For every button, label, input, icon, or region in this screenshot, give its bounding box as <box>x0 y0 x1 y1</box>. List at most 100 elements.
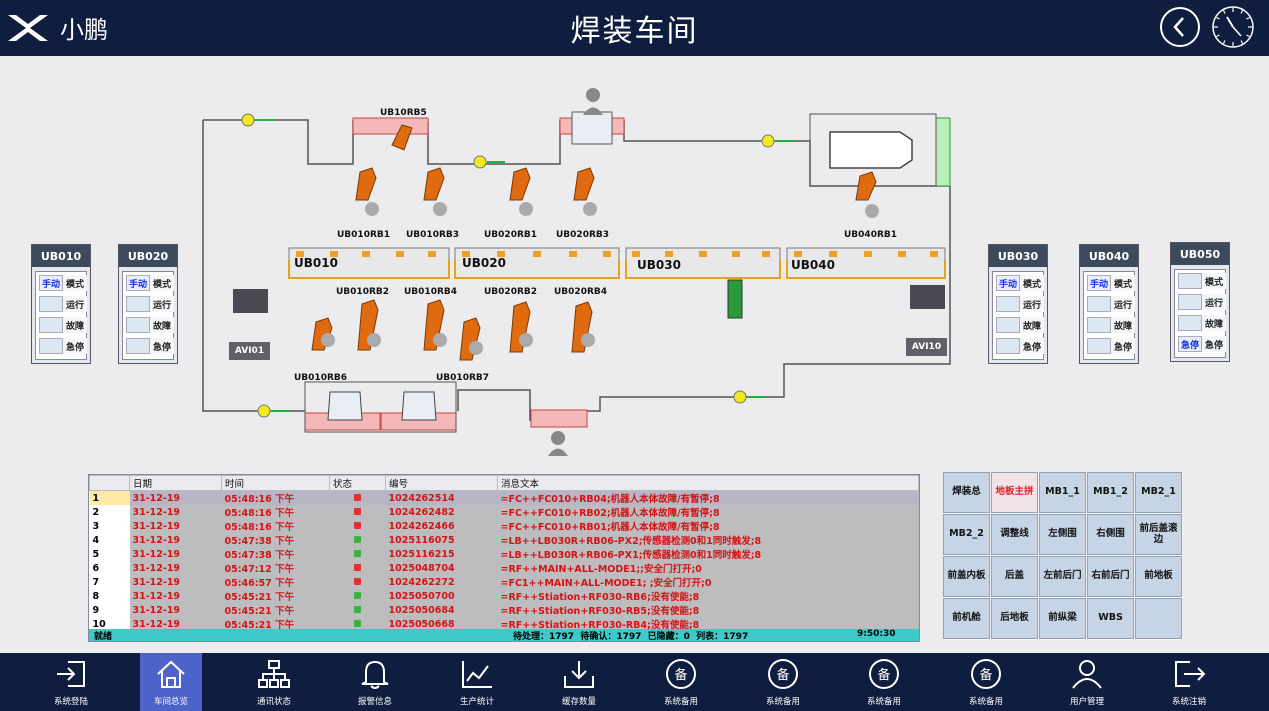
status-indicator <box>1178 273 1202 289</box>
bottom-nav-item[interactable]: 备系统备用 <box>853 653 915 711</box>
robot-label: UB010RB1 <box>337 230 391 240</box>
status-indicator <box>1178 315 1202 331</box>
bottom-nav-item[interactable]: 备系统备用 <box>955 653 1017 711</box>
col-header[interactable]: 时间 <box>221 475 330 491</box>
status-indicator <box>39 317 63 333</box>
col-header[interactable]: 消息文本 <box>497 475 919 491</box>
bottom-nav-item[interactable]: 车间总览 <box>140 653 202 711</box>
area-nav-button[interactable]: 左侧围 <box>1039 514 1086 555</box>
bottom-nav-label: 缓存数量 <box>561 697 596 707</box>
area-nav-button[interactable]: MB1_2 <box>1087 472 1134 513</box>
robot-label: UB020RB2 <box>484 287 538 297</box>
back-button[interactable] <box>1160 7 1200 47</box>
area-nav-button[interactable]: 前纵梁 <box>1039 598 1086 639</box>
status-indicator <box>1178 294 1202 310</box>
avi-reader-10[interactable]: AVI10 <box>906 338 947 356</box>
bottom-nav-item[interactable]: 报警信息 <box>344 653 406 711</box>
area-nav-button[interactable]: MB2_1 <box>1135 472 1182 513</box>
panel-title: UB040 <box>1080 245 1138 267</box>
status-indicator <box>1087 296 1111 312</box>
area-nav-button[interactable]: 右侧围 <box>1087 514 1134 555</box>
robot-label: UB010RB2 <box>336 287 390 297</box>
area-nav-button[interactable]: 前后盖滚边 <box>1135 514 1182 555</box>
bottom-nav-item[interactable]: 备系统备用 <box>752 653 814 711</box>
area-nav-button[interactable]: 右前后门 <box>1087 556 1134 597</box>
chevron-left-icon <box>1173 17 1184 37</box>
status-label: 急停 <box>1020 338 1044 354</box>
area-nav-button[interactable]: 后地板 <box>991 598 1038 639</box>
logout-icon <box>1175 661 1206 687</box>
alarm-status-icon <box>354 535 361 543</box>
status-label: 急停 <box>63 338 87 354</box>
bottom-nav-item[interactable]: 备系统备用 <box>650 653 712 711</box>
area-nav-button[interactable]: 前地板 <box>1135 556 1182 597</box>
user-icon <box>1072 660 1102 689</box>
area-nav-button[interactable]: 焊装总 <box>943 472 990 513</box>
top-bar: 小鹏 焊装车间 <box>0 0 1269 56</box>
area-nav-button[interactable]: 调整线 <box>991 514 1038 555</box>
area-nav-button[interactable]: MB1_1 <box>1039 472 1086 513</box>
bottom-nav-label: 系统备用 <box>765 697 800 707</box>
area-nav-button[interactable]: MB2_2 <box>943 514 990 555</box>
bottom-nav-item[interactable]: 通讯状态 <box>243 653 305 711</box>
bottom-nav-label: 报警信息 <box>357 697 392 707</box>
status-counts: 待处理：1797 待确认：1797 已隐藏：0 列表：1797 <box>513 632 749 642</box>
alarm-status-icon <box>354 549 361 557</box>
status-label: 急停 <box>1111 338 1135 354</box>
spare-icon: 备 <box>666 659 696 689</box>
status-indicator: 手动 <box>126 275 150 291</box>
bottom-nav-item[interactable]: 系统登陆 <box>40 653 102 711</box>
bottom-nav-item[interactable]: 生产统计 <box>446 653 508 711</box>
status-label: 故障 <box>1111 317 1135 333</box>
status-label: 模式 <box>63 275 87 291</box>
network-icon <box>258 660 290 688</box>
bottom-nav-item[interactable]: 缓存数量 <box>548 653 610 711</box>
status-indicator <box>126 338 150 354</box>
home-icon <box>157 660 185 688</box>
robot-label: UB10RB5 <box>380 108 427 118</box>
robot-label: UB010RB6 <box>294 373 348 383</box>
panel-title: UB030 <box>989 245 1047 267</box>
robot-label: UB020RB3 <box>556 230 610 240</box>
bell-icon <box>361 660 389 689</box>
spare-icon: 备 <box>971 659 1001 689</box>
station-label-ub030: UB030 <box>637 258 681 272</box>
area-nav-button[interactable]: 左前后门 <box>1039 556 1086 597</box>
area-nav-button[interactable]: 后盖 <box>991 556 1038 597</box>
status-label: 模式 <box>1202 273 1226 289</box>
bottom-nav: 系统登陆车间总览通讯状态报警信息生产统计缓存数量备系统备用备系统备用备系统备用备… <box>0 653 1269 711</box>
status-label: 运行 <box>150 296 174 312</box>
area-nav-button[interactable]: 前盖内板 <box>943 556 990 597</box>
area-nav-button[interactable]: WBS <box>1087 598 1134 639</box>
robot-label: UB010RB4 <box>404 287 458 297</box>
area-nav-button[interactable]: 前机舱 <box>943 598 990 639</box>
col-header[interactable]: 编号 <box>385 475 498 491</box>
status-label: 运行 <box>1111 296 1135 312</box>
download-icon <box>564 661 594 688</box>
spare-icon: 备 <box>768 659 798 689</box>
col-header[interactable]: 状态 <box>329 475 386 491</box>
log-status-bar: 就绪 待处理：1797 待确认：1797 已隐藏：0 列表：1797 9:50:… <box>89 629 919 641</box>
status-indicator <box>39 296 63 312</box>
status-indicator <box>996 338 1020 354</box>
avi-reader-01[interactable]: AVI01 <box>229 342 270 360</box>
col-header[interactable]: 日期 <box>129 475 222 491</box>
bottom-nav-item[interactable]: 用户管理 <box>1056 653 1118 711</box>
robot-label: UB020RB4 <box>554 287 608 297</box>
area-nav-button[interactable] <box>1135 598 1182 639</box>
status-indicator <box>126 317 150 333</box>
bottom-nav-item[interactable]: 系统注销 <box>1158 653 1220 711</box>
area-nav-button[interactable]: 地板主拼 <box>991 472 1038 513</box>
robot-label: UB040RB1 <box>844 230 898 240</box>
